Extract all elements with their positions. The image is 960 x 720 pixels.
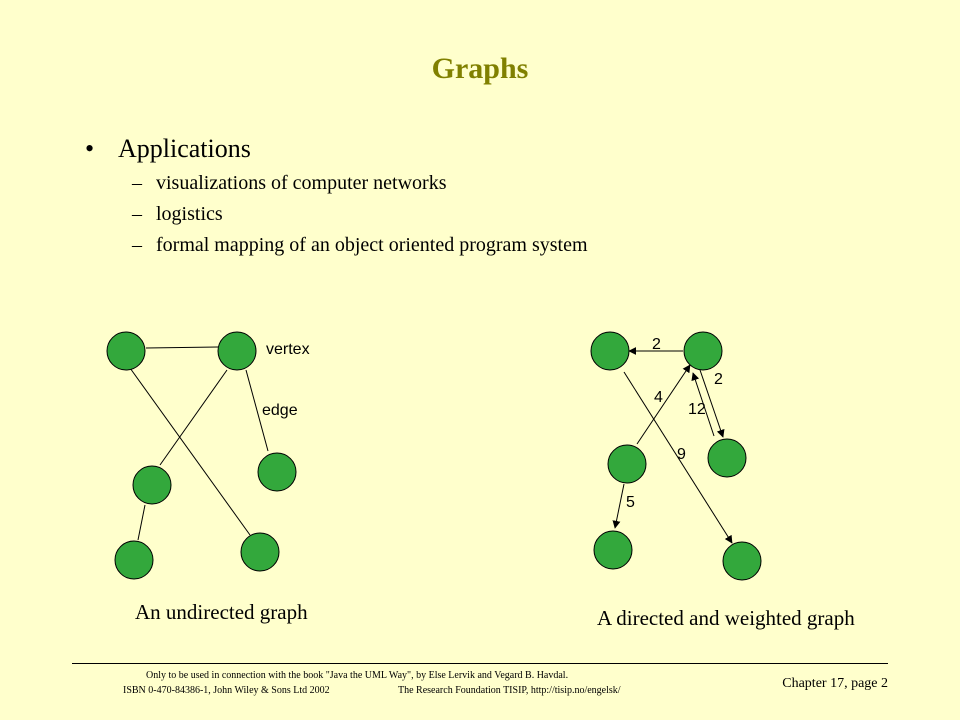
weight-label: 2 (652, 336, 661, 353)
vertex-node (114, 540, 154, 580)
vertex-node (722, 541, 762, 581)
footer-line-1: Only to be used in connection with the b… (146, 670, 569, 681)
weight-label: 9 (677, 446, 686, 463)
directed-edge (623, 371, 733, 544)
dash-icon: – (132, 234, 142, 256)
footer-divider (72, 663, 888, 664)
bullet-applications: • Applications (85, 134, 588, 164)
directed-edge (612, 483, 625, 529)
vertex-node (683, 331, 723, 371)
edge-line (129, 367, 251, 536)
weight-label: 4 (654, 389, 663, 406)
dash-icon: – (132, 172, 142, 194)
weight-label: 12 (688, 401, 706, 418)
footer-tisip: The Research Foundation TISIP, http://ti… (398, 685, 621, 696)
undirected-graph (106, 331, 297, 580)
page-number: Chapter 17, page 2 (782, 676, 888, 691)
edge-line (137, 504, 146, 541)
directed-edge (699, 369, 725, 438)
bullet-main-text: Applications (118, 134, 251, 163)
vertex-node (240, 532, 280, 572)
vertex-node (132, 465, 172, 505)
vertex-node (106, 331, 146, 371)
directed-caption: A directed and weighted graph (597, 606, 855, 630)
edge-line (145, 346, 219, 349)
bullet-list: • Applications – visualizations of compu… (85, 134, 588, 257)
vertex-node (593, 530, 633, 570)
slide-title: Graphs (431, 52, 529, 85)
weight-label: 2 (714, 371, 723, 388)
dash-icon: – (132, 203, 142, 225)
vertex-node (707, 438, 747, 478)
edge-line (245, 369, 269, 452)
sub-bullet-networks: – visualizations of computer networks (132, 172, 588, 195)
edge-label: edge (262, 402, 298, 419)
footer-isbn: ISBN 0-470-84386-1, John Wiley & Sons Lt… (123, 685, 330, 696)
vertex-node (590, 331, 630, 371)
sub-bullet-text: visualizations of computer networks (156, 172, 447, 194)
undirected-caption: An undirected graph (135, 600, 308, 624)
edge-line (159, 369, 228, 466)
vertex-node (217, 331, 257, 371)
directed-graph (590, 331, 762, 581)
sub-bullet-logistics: – logistics (132, 203, 588, 226)
sub-bullet-text: logistics (156, 203, 223, 225)
vertex-node (607, 444, 647, 484)
bullet-dot-icon: • (85, 134, 95, 163)
vertex-node (257, 452, 297, 492)
directed-edge (691, 372, 715, 437)
sub-bullet-oop: – formal mapping of an object oriented p… (132, 234, 588, 257)
directed-edge (636, 364, 691, 445)
sub-bullet-text: formal mapping of an object oriented pro… (156, 234, 588, 256)
weight-label: 5 (626, 494, 635, 511)
vertex-label: vertex (266, 341, 310, 358)
